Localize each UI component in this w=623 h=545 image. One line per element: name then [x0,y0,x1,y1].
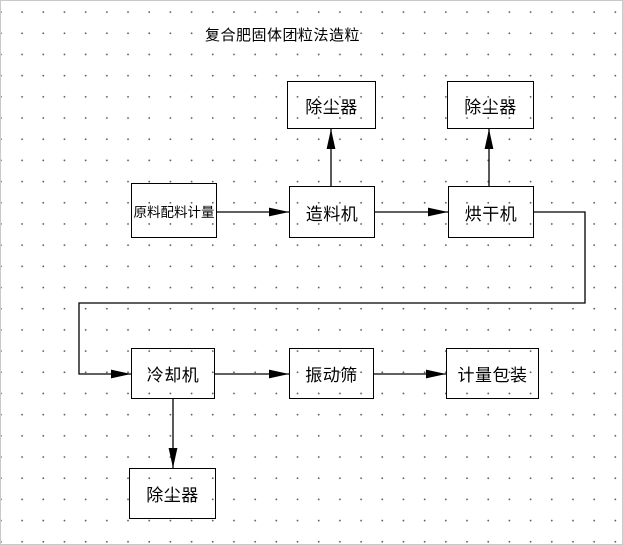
arrowhead-cooler-to-sieve [269,369,289,379]
node-label: 除尘器 [464,97,517,118]
node-label: 除尘器 [146,486,199,506]
node-raw-material-batching: 原料配料计量 [131,183,217,238]
node-label: 造料机 [305,204,359,225]
node-dust-collector-bottom: 除尘器 [129,468,216,519]
node-dust-collector-top-right: 除尘器 [447,81,534,129]
node-vibrating-sieve: 振动筛 [289,348,374,399]
arrowhead-raw-to-granulator [269,207,289,217]
arrowhead-dryer-to-cooler [111,369,131,379]
node-label: 除尘器 [305,97,358,118]
node-label: 烘干机 [464,204,518,225]
arrowhead-cooler-to-dust-bottom [168,448,178,468]
node-label: 冷却机 [146,366,200,386]
node-dryer: 烘干机 [448,186,534,238]
node-label: 原料配料计量 [133,204,215,221]
node-metering-packaging: 计量包装 [446,348,539,399]
node-granulator: 造料机 [289,186,375,238]
diagram-title: 复合肥固体团粒法造粒 [205,26,361,44]
arrowhead-granulator-to-dryer [428,207,448,217]
arrowhead-dryer-to-dust-top-right [484,129,494,149]
arrowhead-granulator-to-dust-top-left [326,129,336,149]
node-label: 计量包装 [457,366,528,386]
node-cooler: 冷却机 [131,348,215,399]
node-dust-collector-top-left: 除尘器 [287,81,376,129]
arrowhead-sieve-to-packaging [426,369,446,379]
node-label: 振动筛 [305,366,358,386]
